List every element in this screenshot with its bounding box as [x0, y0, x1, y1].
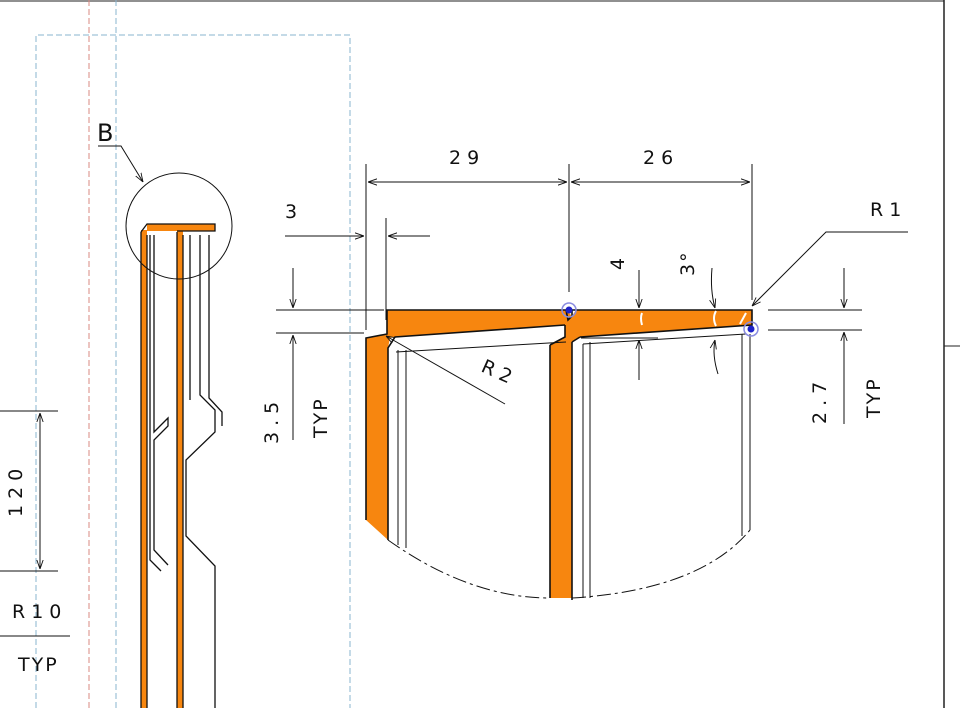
left-section-view	[0, 145, 233, 708]
detail-callout-label: B	[97, 119, 113, 147]
detail-circle	[125, 172, 233, 280]
radius-r2-label: R2	[478, 355, 521, 390]
dim-4-label: 4	[607, 252, 629, 270]
angle-3-label: 3°	[677, 250, 699, 276]
radius-r10-label: R10	[12, 601, 67, 623]
detail-view	[276, 164, 908, 600]
dim-26-label: 26	[643, 147, 679, 169]
thickness-2-7-typ-label: TYP	[863, 377, 885, 419]
vertex-points	[561, 302, 759, 337]
dim-120-label: 120	[5, 463, 27, 517]
thickness-3-5-typ-label: TYP	[310, 397, 332, 439]
construction-lines	[35, 0, 351, 708]
dim-3-label: 3	[285, 201, 303, 223]
thickness-2-7-label: 2.7	[809, 376, 831, 424]
thickness-3-5-label: 3.5	[261, 396, 283, 444]
radius-typ-label: TYP	[17, 654, 59, 676]
dim-29-label: 29	[449, 147, 485, 169]
radius-r1-label: R1	[870, 199, 907, 221]
